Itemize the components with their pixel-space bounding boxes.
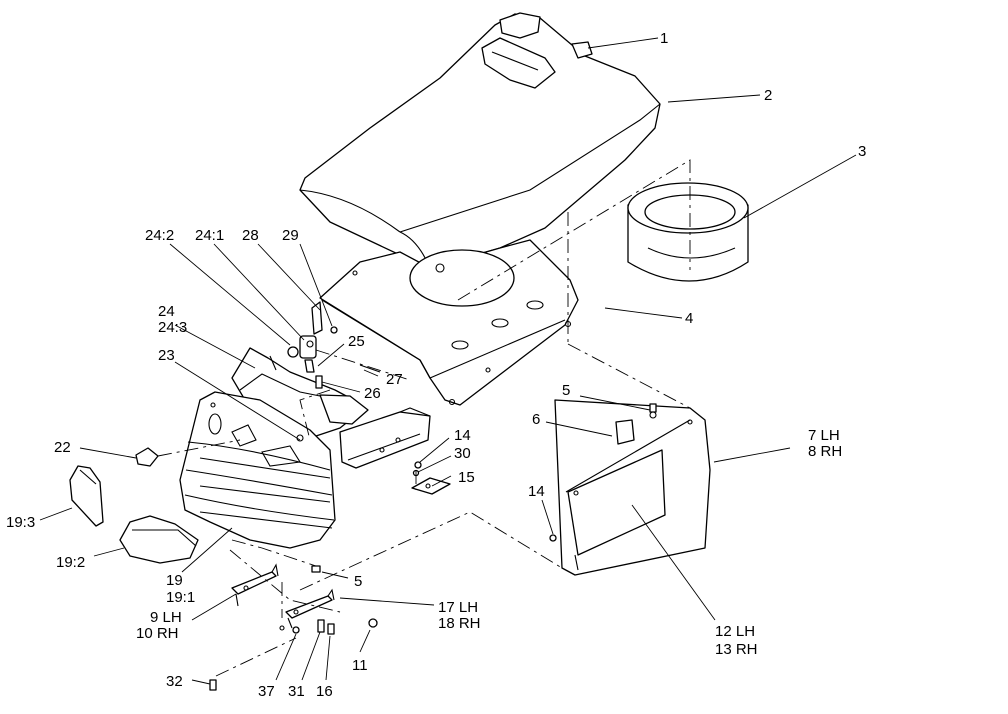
label-22: 22: [54, 439, 71, 456]
callout-labels: 1 2 3 4 5 6 7 LH 8 RH 14 12 LH 13 RH 14 …: [6, 30, 866, 700]
label-10-rh: 10 RH: [136, 625, 179, 642]
label-9-lh: 9 LH: [150, 609, 182, 626]
label-29: 29: [282, 227, 299, 244]
label-1: 1: [660, 30, 668, 47]
side-panel-part: [554, 399, 711, 576]
label-31: 31: [288, 683, 305, 700]
label-18-rh: 18 RH: [438, 615, 481, 632]
label-6: 6: [532, 411, 540, 428]
label-5-lower: 5: [354, 573, 362, 590]
label-12-lh: 12 LH: [715, 623, 755, 640]
label-17-lh: 17 LH: [438, 599, 478, 616]
label-24-1: 24:1: [195, 227, 224, 244]
label-3: 3: [858, 143, 866, 160]
label-13-rh: 13 RH: [715, 641, 758, 658]
label-7-lh: 7 LH: [808, 427, 840, 444]
label-23: 23: [158, 347, 175, 364]
assembly-center-lines: [157, 159, 691, 677]
label-24: 24: [158, 303, 175, 320]
label-25: 25: [348, 333, 365, 350]
label-14-right: 14: [528, 483, 545, 500]
hood-part: [299, 12, 661, 269]
label-2: 2: [764, 87, 772, 104]
label-11: 11: [352, 657, 368, 674]
label-24-2: 24:2: [145, 227, 174, 244]
label-16: 16: [316, 683, 333, 700]
label-32: 32: [166, 673, 183, 690]
label-30: 30: [454, 445, 471, 462]
lower-bracket-parts: [209, 563, 378, 691]
label-37: 37: [258, 683, 275, 700]
label-19-2: 19:2: [56, 554, 85, 571]
grille-insert-parts: [69, 447, 199, 564]
label-27: 27: [386, 371, 403, 388]
grille-frame-part: [339, 407, 431, 469]
label-28: 28: [242, 227, 259, 244]
label-19-1: 19:1: [166, 589, 195, 606]
label-24-3: 24:3: [158, 319, 187, 336]
label-26: 26: [364, 385, 381, 402]
ring-part: [627, 182, 749, 282]
label-19-3: 19:3: [6, 514, 35, 531]
label-5-upper: 5: [562, 382, 570, 399]
leader-lines: [39, 37, 857, 685]
grille-part: [179, 391, 336, 549]
label-19: 19: [166, 572, 183, 589]
label-8-rh: 8 RH: [808, 443, 842, 460]
label-4: 4: [685, 310, 693, 327]
label-15: 15: [458, 469, 475, 486]
hood-inner-panel-part: [319, 239, 579, 406]
label-14-center: 14: [454, 427, 471, 444]
inner-bracket-part: [231, 347, 369, 439]
